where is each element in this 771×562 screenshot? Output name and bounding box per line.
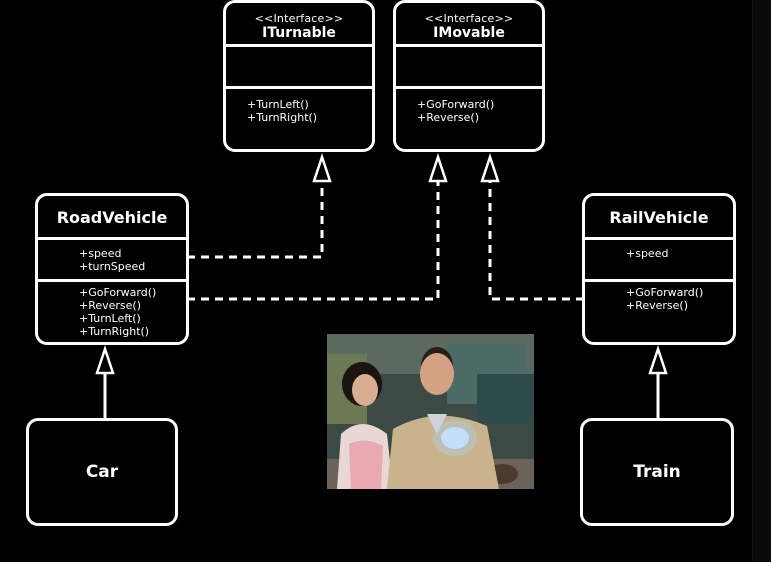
interface-iturnable: <<Interface>> ITurnable +TurnLeft() +Tur… — [223, 0, 375, 152]
method-label: +GoForward() — [417, 98, 495, 111]
class-train: Train — [580, 418, 734, 526]
stereotype-label: <<Interface>> — [254, 12, 344, 25]
stereotype-label: <<Interface>> — [424, 12, 514, 25]
class-car: Car — [26, 418, 178, 526]
interface-imovable-header: <<Interface>> IMovable — [396, 3, 542, 47]
field-label: +speed — [626, 247, 669, 260]
class-roadvehicle-methods: +GoForward() +Reverse() +TurnLeft() +Tur… — [38, 282, 186, 338]
realization-railvehicle-imovable — [488, 181, 584, 301]
method-label: +Reverse() — [626, 299, 689, 312]
field-label: +speed — [79, 247, 122, 260]
class-roadvehicle-header: RoadVehicle — [38, 196, 186, 240]
window-edge — [752, 0, 771, 562]
realization-roadvehicle-imovable — [187, 181, 440, 301]
interface-iturnable-header: <<Interface>> ITurnable — [226, 3, 372, 47]
class-roadvehicle-fields: +speed +turnSpeed — [38, 240, 186, 282]
interface-imovable-fields — [396, 47, 542, 89]
interface-iturnable-methods: +TurnLeft() +TurnRight() — [226, 89, 372, 124]
interface-imovable-methods: +GoForward() +Reverse() — [396, 89, 542, 124]
class-railvehicle-fields: +speed — [585, 240, 733, 282]
arrowhead-imovable-left — [428, 153, 448, 183]
class-railvehicle: RailVehicle +speed +GoForward() +Reverse… — [582, 193, 736, 345]
method-label: +Reverse() — [79, 299, 142, 312]
method-label: +TurnLeft() — [79, 312, 141, 325]
interface-iturnable-fields — [226, 47, 372, 89]
method-label: +TurnLeft() — [247, 98, 309, 111]
interface-name: IMovable — [433, 25, 505, 41]
method-label: +TurnRight() — [79, 325, 150, 338]
method-label: +Reverse() — [417, 111, 480, 124]
class-roadvehicle: RoadVehicle +speed +turnSpeed +GoForward… — [35, 193, 189, 345]
video-scene-image — [327, 334, 534, 489]
method-label: +TurnRight() — [247, 111, 318, 124]
embedded-video-frame — [327, 334, 534, 489]
arrowhead-roadvehicle — [95, 345, 115, 375]
arrowhead-railvehicle — [648, 345, 668, 375]
field-label: +turnSpeed — [79, 260, 146, 273]
class-name: Car — [85, 462, 119, 482]
realization-roadvehicle-iturnable — [187, 181, 324, 259]
class-name: RoadVehicle — [56, 208, 168, 227]
interface-name: ITurnable — [262, 25, 336, 41]
arrowhead-iturnable — [312, 153, 332, 183]
method-label: +GoForward() — [79, 286, 157, 299]
class-railvehicle-header: RailVehicle — [585, 196, 733, 240]
class-railvehicle-methods: +GoForward() +Reverse() — [585, 282, 733, 312]
interface-imovable: <<Interface>> IMovable +GoForward() +Rev… — [393, 0, 545, 152]
arrowhead-imovable-right — [480, 153, 500, 183]
method-label: +GoForward() — [626, 286, 704, 299]
class-name: RailVehicle — [609, 208, 709, 227]
class-name: Train — [633, 462, 681, 482]
